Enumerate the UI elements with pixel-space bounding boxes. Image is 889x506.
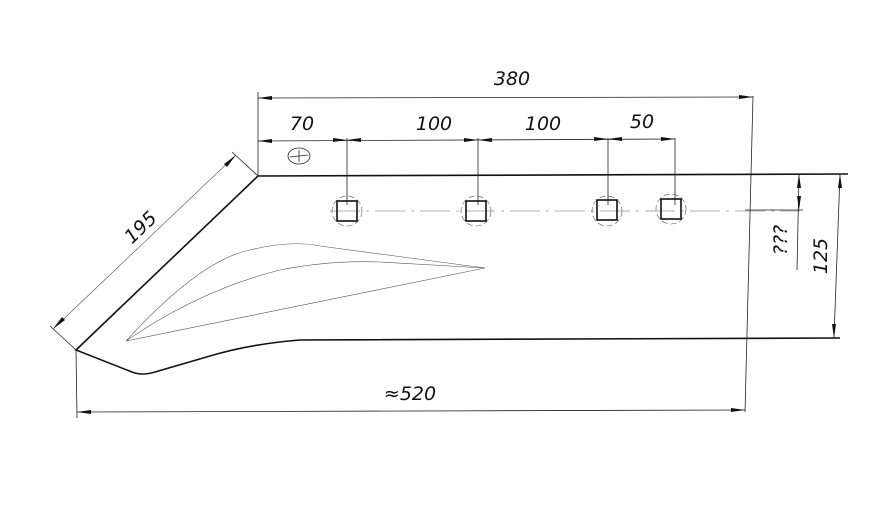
dim-195-label: 195 [120,207,161,248]
arrow [464,138,478,142]
inner-contour-mid [125,261,486,342]
share-outline [74,173,849,375]
arrow [53,317,65,329]
arrow [832,324,836,338]
dim-100-label-1: 100 [416,113,452,135]
hole-1 [331,195,363,227]
dim-line-520 [76,409,746,413]
extension-line [75,349,78,419]
hole-4 [655,193,687,225]
dim-100-label-2: 100 [525,113,561,135]
arrow [347,138,361,142]
datum-symbol [287,147,311,165]
arrow [731,408,745,412]
arrow [797,196,801,210]
dim-520-label: ≈520 [384,383,436,405]
arrow [478,138,492,142]
arrow [608,137,622,141]
arrow [739,95,753,99]
dim-line-125 [833,173,841,339]
dim-125-label: 125 [810,238,832,274]
dim-50-label: 50 [630,111,654,133]
dim-70-label: 70 [290,113,314,135]
hole-2 [460,195,492,227]
arrow [258,96,272,100]
extension-line [49,325,77,351]
dim-line-380 [257,96,754,99]
arrow [258,139,272,143]
arrow [594,137,608,141]
arrow [224,155,236,167]
arrow [661,137,675,141]
share-right-edge [744,95,754,413]
inner-contour [125,243,486,342]
arrow [838,174,842,188]
hole-3 [591,195,623,227]
extension-line [231,151,259,177]
dim-line-195 [52,154,237,330]
dim-line-hole-offset [796,173,800,271]
dim-380-label: 380 [494,68,530,90]
arrow [797,174,801,188]
arrow [333,138,347,142]
arrow [77,410,91,414]
dim-hole-offset-label: ??? [770,225,792,255]
